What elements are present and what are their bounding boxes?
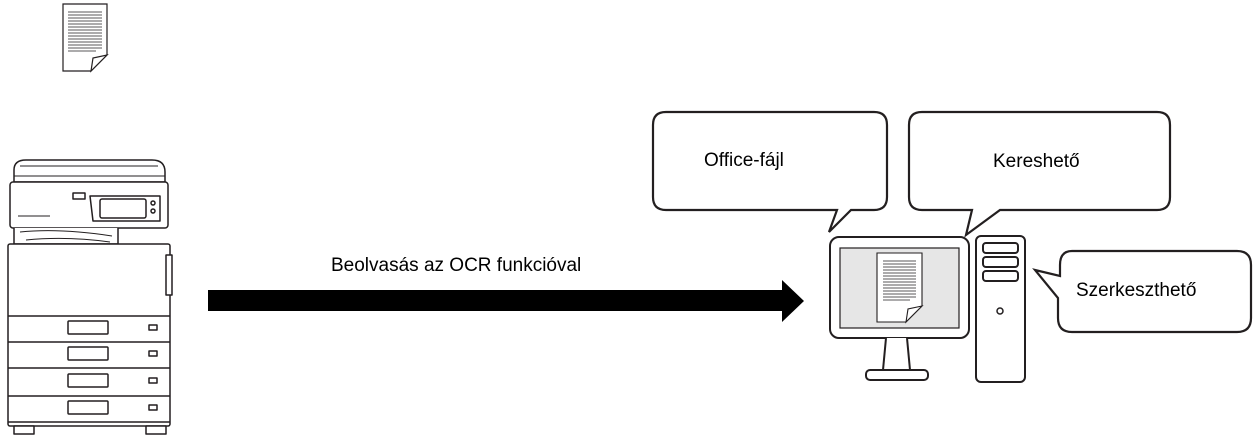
bubble-office-file-text: Office-fájl (704, 150, 784, 171)
bubble-editable-text: Szerkeszthető (1076, 280, 1196, 301)
bubble-office-file: Office-fájl (651, 110, 889, 233)
arrow-label: Beolvasás az OCR funkcióval (331, 255, 581, 276)
arrow-right-icon (208, 280, 804, 322)
screen-document-icon (876, 252, 924, 324)
multifunction-printer-icon (7, 159, 173, 435)
bubble-editable: Szerkeszthető (1032, 249, 1253, 334)
bubble-searchable-text: Kereshető (993, 151, 1080, 172)
bubble-searchable: Kereshető (907, 110, 1172, 238)
pc-tower-icon (975, 235, 1026, 383)
source-document-icon (62, 3, 109, 73)
